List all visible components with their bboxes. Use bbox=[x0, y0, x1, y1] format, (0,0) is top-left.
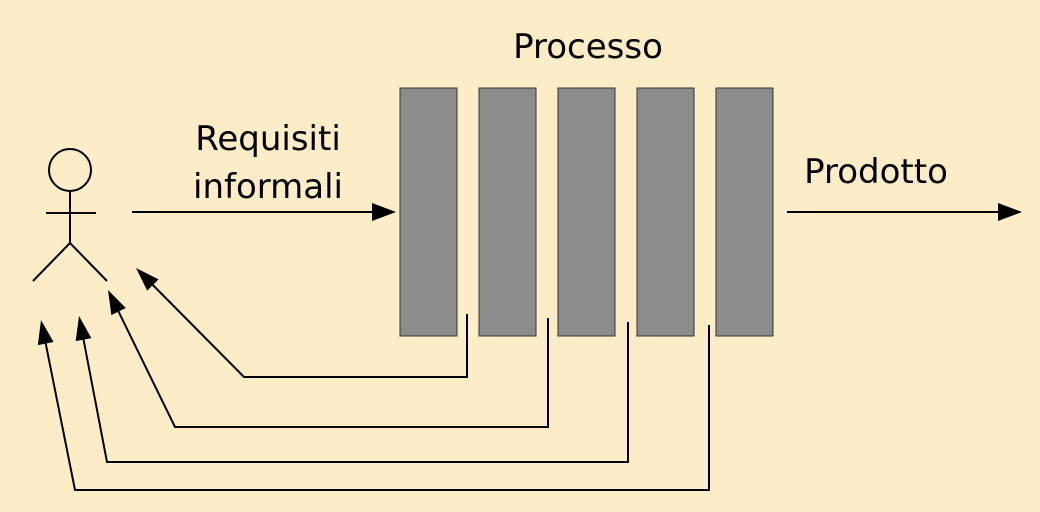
input-arrow bbox=[132, 203, 396, 221]
output-arrowhead bbox=[998, 203, 1022, 221]
process-stage-1 bbox=[399, 87, 458, 337]
figure-head bbox=[48, 148, 92, 192]
feedback-loop-1 bbox=[136, 268, 468, 378]
figure-left-leg bbox=[32, 242, 71, 282]
figure-right-leg bbox=[69, 242, 108, 282]
feedback-arrowhead bbox=[136, 268, 159, 291]
feedback-line bbox=[44, 325, 710, 491]
output-label: Prodotto bbox=[804, 152, 948, 192]
feedback-loop-4 bbox=[37, 320, 710, 491]
feedback-line bbox=[150, 282, 468, 378]
process-title: Processo bbox=[513, 27, 663, 67]
input-label-line2: informali bbox=[193, 167, 343, 207]
feedback-loop-2 bbox=[108, 290, 549, 428]
output-arrow bbox=[787, 203, 1022, 221]
process-stage-4 bbox=[636, 87, 695, 337]
feedback-line bbox=[116, 309, 549, 428]
process-stage-3 bbox=[557, 87, 616, 337]
process-stage-2 bbox=[478, 87, 537, 337]
input-label-line1: Requisiti bbox=[195, 119, 341, 159]
input-arrowhead bbox=[372, 203, 396, 221]
feedback-arrowhead bbox=[37, 320, 54, 346]
feedback-arrowhead bbox=[75, 316, 92, 342]
feedback-loops bbox=[37, 268, 710, 491]
process-stage-5 bbox=[715, 87, 774, 337]
feedback-line bbox=[82, 322, 629, 463]
feedback-arrowhead bbox=[108, 290, 126, 316]
user-figure-icon bbox=[32, 148, 108, 282]
process-stages bbox=[399, 87, 774, 337]
feedback-loop-3 bbox=[75, 316, 629, 463]
